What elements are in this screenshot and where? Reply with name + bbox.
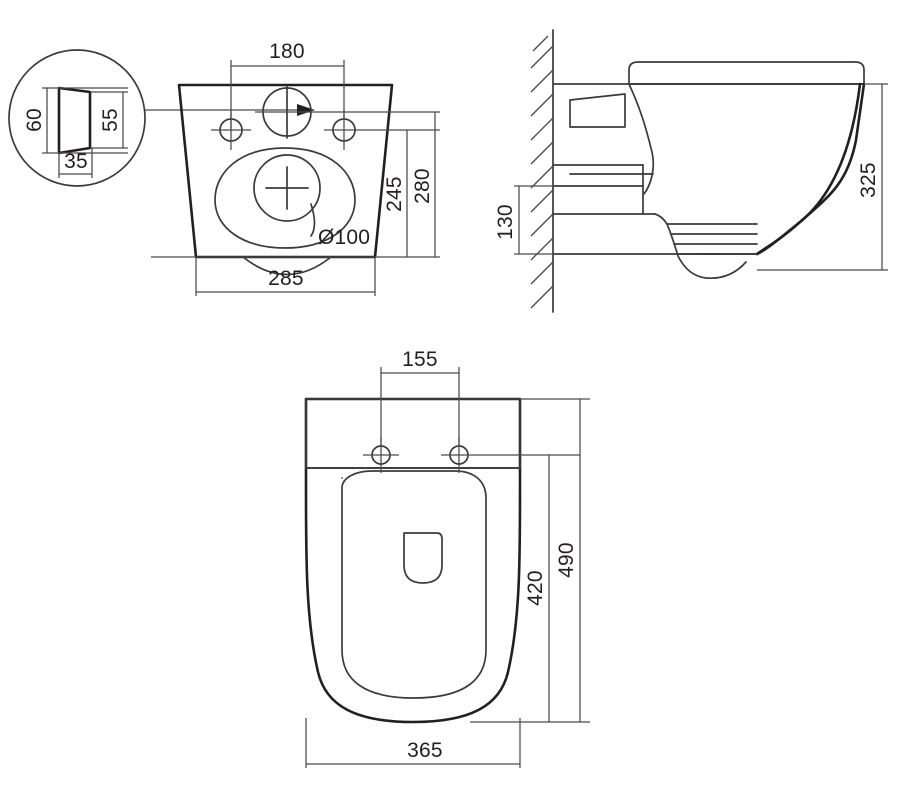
side-rear-bracket-block: [569, 93, 626, 128]
detail-leader-group: [145, 104, 315, 116]
detail-leader-arrowhead: [297, 104, 315, 116]
front-dim-label-diameter: Ø100: [318, 226, 370, 249]
side-view-group: 325 130: [494, 29, 888, 313]
side-dim-label-325: 325: [857, 162, 880, 198]
plan-center-recess: [403, 532, 443, 584]
side-trap-bottom-curve: [654, 213, 747, 280]
front-inner-outlet-circle: [253, 154, 321, 222]
side-pan-outer-front-profile: [755, 82, 866, 256]
plan-dim-label-490: 490: [555, 542, 578, 578]
detail-dim-label-60: 60: [23, 108, 46, 132]
front-dim-label-285: 285: [268, 267, 304, 290]
front-view-group: Ø100 180 285 245 280: [151, 40, 440, 296]
plan-seat-inner-opening: [341, 470, 487, 699]
detail-circle-group: 60 55 35: [8, 49, 146, 187]
side-seat-slab: [628, 61, 865, 85]
plan-view-group: 155 365 420 490: [304, 348, 590, 768]
detail-dim-label-55: 55: [99, 108, 122, 132]
plan-mounting-band: [305, 398, 521, 469]
plan-dim-label-420: 420: [524, 570, 547, 606]
detail-dim-label-35: 35: [64, 150, 88, 173]
plan-seat-outer-outline: [304, 397, 522, 724]
front-dim-label-245: 245: [383, 176, 406, 212]
front-view-bowl-arc: [242, 256, 332, 276]
front-bowl-opening-oval: [214, 147, 356, 249]
diameter-leader-line: [310, 203, 316, 237]
side-dim-label-130: 130: [494, 204, 517, 240]
front-dim-label-280: 280: [411, 168, 434, 204]
plan-dim-label-155: 155: [402, 348, 438, 371]
front-dim-label-180: 180: [269, 40, 305, 63]
plan-dim-label-365: 365: [407, 739, 443, 762]
side-wall-hatching: [530, 35, 554, 309]
detail-circle-boundary: [8, 49, 146, 187]
side-bowl-inner-profile: [628, 83, 655, 195]
detail-outlet-trapezoid: [57, 86, 92, 155]
side-pan-outer-front-profile-2: [755, 82, 862, 256]
